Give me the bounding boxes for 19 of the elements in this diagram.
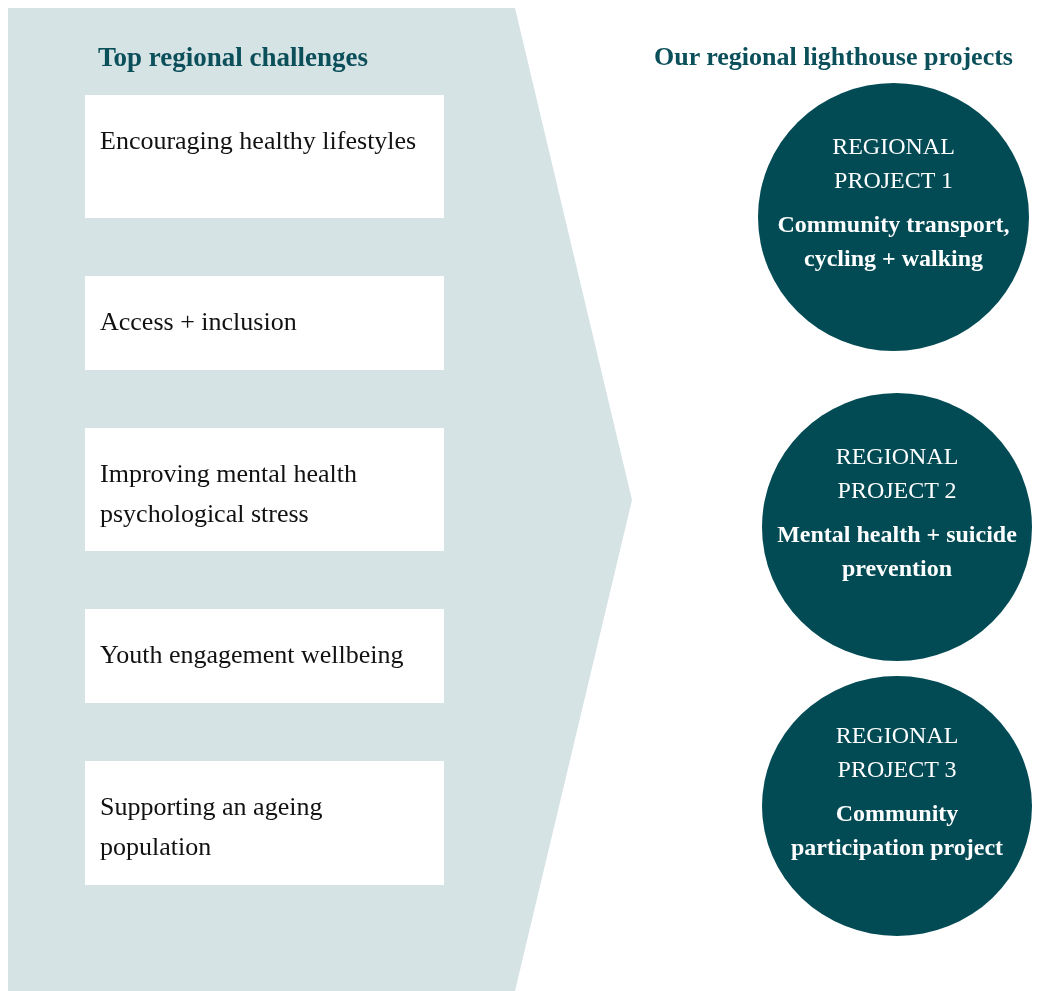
- project-title: Community transport, cycling + walking: [776, 210, 1011, 273]
- challenge-box: [85, 276, 444, 370]
- challenge-box: [85, 428, 444, 551]
- challenge-text: Encouraging healthy lifestyles: [100, 125, 418, 157]
- section-heading: Our regional lighthouse projects: [654, 42, 1013, 72]
- project-number: REGIONAL PROJECT 3: [834, 721, 960, 784]
- project-title: Mental health + suicide prevention: [776, 520, 1018, 583]
- challenge-box: [85, 761, 444, 885]
- chevron-band: [8, 8, 632, 991]
- section-heading: Top regional challenges: [98, 42, 369, 73]
- challenge-box: [85, 95, 444, 218]
- project-number: REGIONAL PROJECT 1: [831, 132, 956, 195]
- challenge-text: Access + inclusion: [100, 306, 298, 338]
- challenge-text: Improving mental health psychological stress: [100, 458, 359, 530]
- challenge-text: Youth engagement wellbeing: [100, 639, 405, 671]
- project-number: REGIONAL PROJECT 2: [834, 442, 960, 505]
- challenge-text: Supporting an ageing population: [100, 791, 324, 863]
- challenge-box: [85, 609, 444, 703]
- project-title: Community participation project: [789, 799, 1005, 862]
